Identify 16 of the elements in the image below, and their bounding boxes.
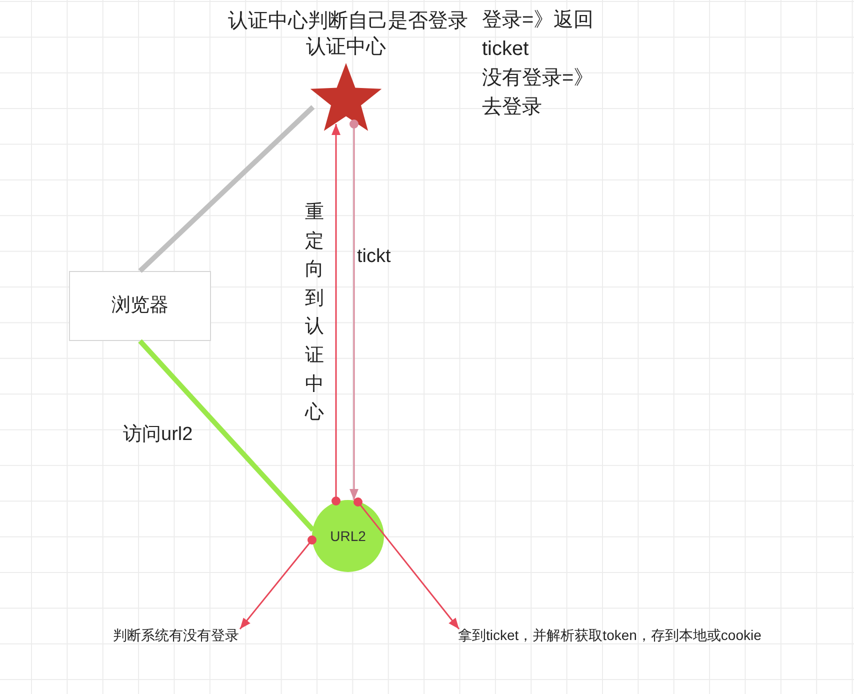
annotation-text: 判断系统有没有登录 bbox=[113, 626, 239, 644]
note-text: 登录=》返回ticket bbox=[482, 8, 595, 62]
arrow bbox=[239, 536, 316, 630]
node-label: 认证中心 bbox=[306, 35, 386, 60]
process-box: 浏览器 bbox=[69, 271, 211, 341]
arrow bbox=[332, 124, 340, 506]
edge-label: 重定向到认证中心 bbox=[305, 201, 324, 426]
annotation-text: 拿到ticket，并解析获取token，存到本地或cookie bbox=[458, 626, 762, 644]
connector-line bbox=[138, 339, 315, 532]
arrow bbox=[354, 498, 460, 630]
edge-label: 访问url2 bbox=[123, 423, 193, 447]
connector-line bbox=[138, 105, 315, 273]
edge-label: tickt bbox=[357, 245, 391, 269]
note-text: 认证中心判断自己是否登录 bbox=[228, 9, 468, 34]
arrow bbox=[350, 120, 358, 500]
note-text: 没有登录=》去登录 bbox=[482, 66, 595, 120]
